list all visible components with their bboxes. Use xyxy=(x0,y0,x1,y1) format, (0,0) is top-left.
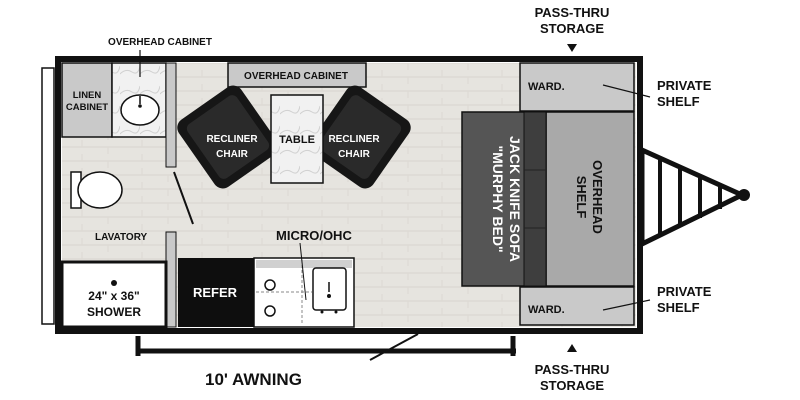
shower-label: SHOWER xyxy=(87,305,141,319)
private-shelf-top-line2: SHELF xyxy=(657,94,700,109)
private-shelf-bottom-line2: SHELF xyxy=(657,300,700,315)
pass-thru-top-line1: PASS-THRU xyxy=(535,5,610,20)
recliner-left-line2: CHAIR xyxy=(216,149,248,160)
ward-top-label: WARD. xyxy=(528,81,565,93)
overhead-cabinet-center xyxy=(227,62,367,88)
table-label: TABLE xyxy=(279,134,315,146)
recliner-right-line1: RECLINER xyxy=(328,134,380,145)
pass-thru-arrow-bottom xyxy=(567,344,577,352)
recliner-right-line2: CHAIR xyxy=(338,149,370,160)
kitchen-sink xyxy=(312,267,347,314)
overhead-shelf xyxy=(545,111,635,287)
private-shelf-bottom-line1: PRIVATE xyxy=(657,284,712,299)
jack-knife-sofa xyxy=(461,111,547,287)
table xyxy=(270,94,324,184)
private-shelf-leader-top xyxy=(602,84,651,98)
linen-cabinet xyxy=(61,62,113,138)
sofa-line2: "MURPHY BED" xyxy=(490,145,506,252)
wardrobe-top xyxy=(519,62,635,112)
stove xyxy=(264,279,276,317)
refer-label: REFER xyxy=(193,285,238,300)
overhead-cabinet-left-label: OVERHEAD CABINET xyxy=(108,37,212,48)
overhead-shelf-line2: SHELF xyxy=(574,176,589,219)
wardrobe-bottom xyxy=(519,286,635,326)
rear-window-panel xyxy=(41,67,55,325)
micro-ohc-leader xyxy=(299,242,307,301)
awning xyxy=(135,336,516,356)
bath-door-swing xyxy=(173,171,194,225)
linen-cabinet-line2: CABINET xyxy=(66,102,108,113)
private-shelf-leader-bottom xyxy=(602,299,651,311)
lavatory-label: LAVATORY xyxy=(95,232,148,243)
pass-thru-top-line2: STORAGE xyxy=(540,21,604,36)
bath-wall-upper xyxy=(165,62,177,168)
private-shelf-top-line1: PRIVATE xyxy=(657,78,712,93)
overhead-shelf-line1: OVERHEAD xyxy=(590,160,605,234)
linen-cabinet-line1: LINEN xyxy=(73,90,102,101)
micro-ohc-label: MICRO/OHC xyxy=(276,228,352,243)
pass-thru-arrow-top xyxy=(567,44,577,52)
pass-thru-bottom-line2: STORAGE xyxy=(540,378,604,393)
recliner-chair-left xyxy=(177,85,279,189)
pass-thru-bottom-line1: PASS-THRU xyxy=(535,362,610,377)
ward-bottom-label: WARD. xyxy=(528,304,565,316)
entry-door-swing xyxy=(369,333,419,361)
sofa-line1: JACK KNIFE SOFA xyxy=(507,136,523,262)
hitch-a-frame xyxy=(639,146,750,249)
vanity-sink xyxy=(111,62,167,138)
refrigerator xyxy=(178,258,254,327)
overhead-cabinet-center-label: OVERHEAD CABINET xyxy=(244,71,348,82)
toilet xyxy=(70,171,123,209)
recliner-left-line1: RECLINER xyxy=(206,134,258,145)
recliner-chair-right xyxy=(309,85,411,189)
shower-size-label: 24" x 36" xyxy=(88,289,139,303)
awning-label: 10' AWNING xyxy=(205,370,302,389)
shower xyxy=(60,260,168,329)
